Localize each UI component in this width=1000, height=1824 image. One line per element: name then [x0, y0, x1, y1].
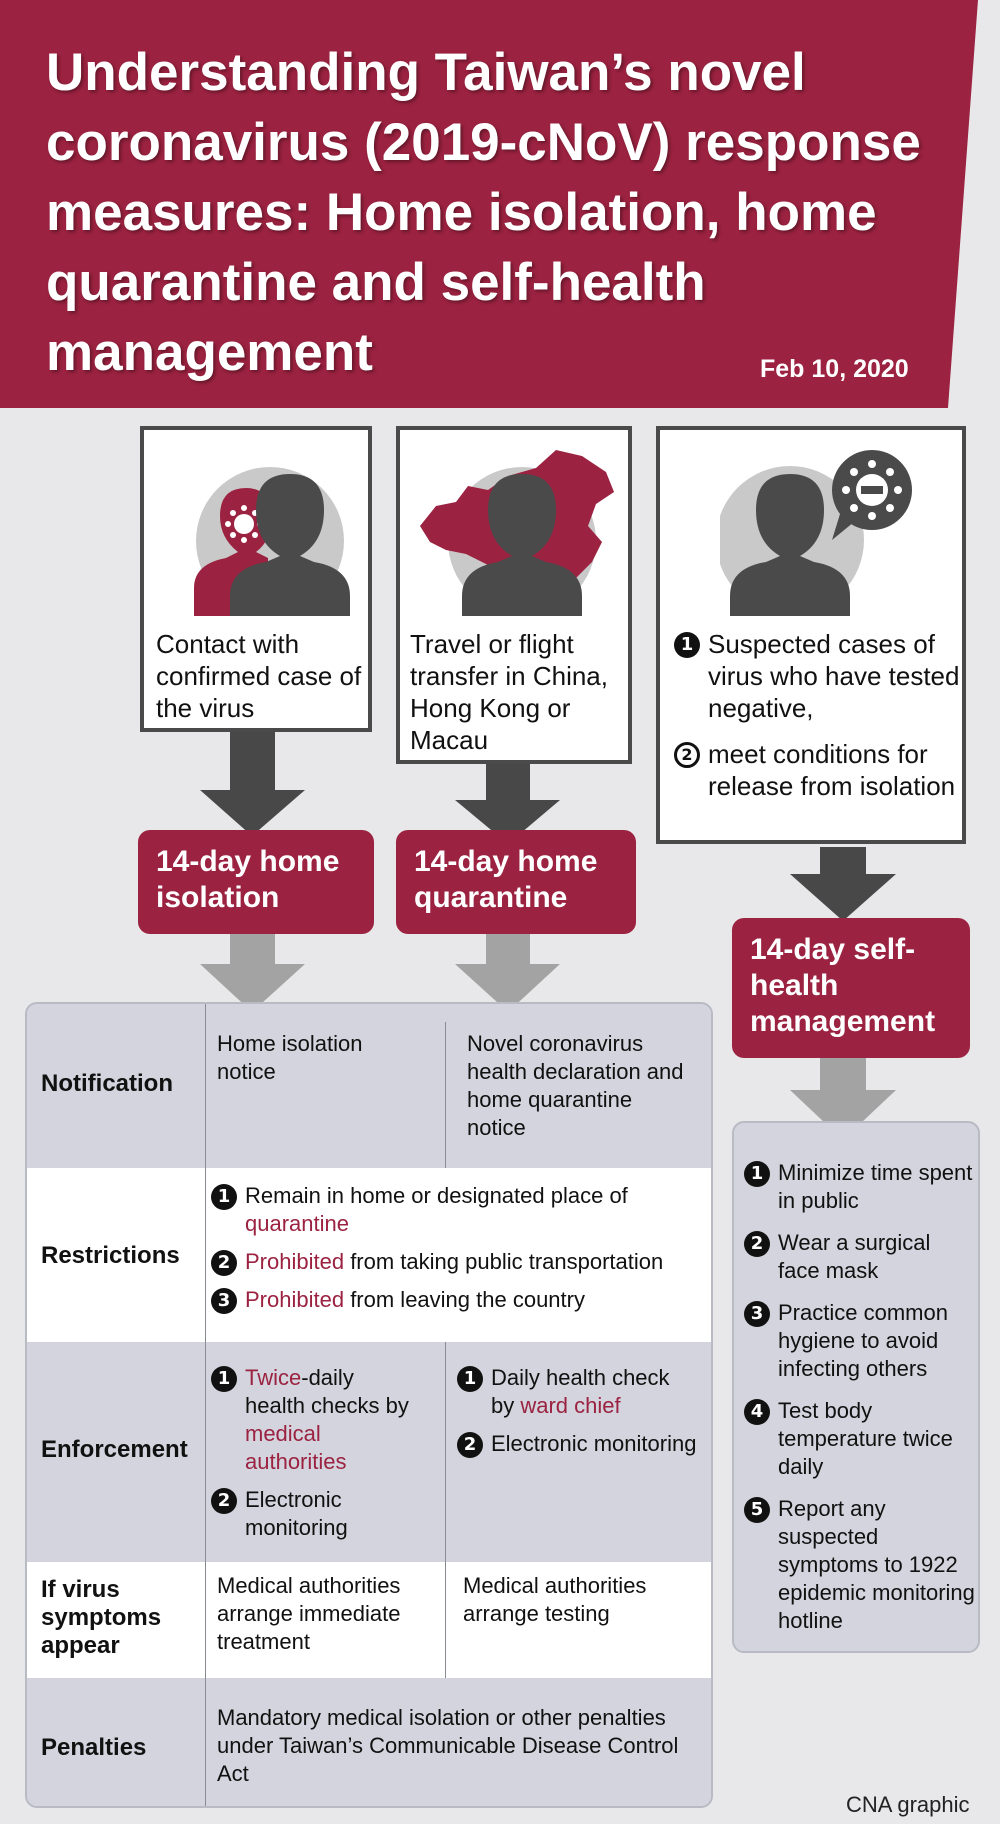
restriction-item-2: 2 Prohibited from taking public transpor… [211, 1248, 701, 1276]
enforcement-isolation: 1 Twice-daily health checks by medical a… [211, 1364, 411, 1552]
self-health-panel: 1 Minimize time spent in public 2 Wear a… [732, 1121, 980, 1653]
enforcement-isolation-item-2: 2 Electronic monitoring [211, 1486, 411, 1542]
enforcement-quarantine: 1 Daily health check by ward chief 2 Ele… [457, 1364, 697, 1468]
penalties-text: Mandatory medical isolation or other pen… [217, 1705, 679, 1786]
row-penalties: Penalties Mandatory medical isolation or… [27, 1678, 711, 1806]
divider-label-column [205, 1004, 206, 1806]
self-health-item-5: 5 Report any suspected symptoms to 1922 … [744, 1495, 976, 1635]
header-banner [0, 0, 978, 408]
arrow-light-2 [455, 933, 560, 1012]
self-health-item-4: 4 Test body temperature twice daily [744, 1397, 976, 1481]
self-health-item-1: 1 Minimize time spent in public [744, 1159, 976, 1215]
number-badge-2: 2 [674, 742, 700, 768]
card-travel-text: Travel or flight transfer in China, Hong… [410, 629, 608, 755]
row-enforcement: Enforcement 1 Twice-daily health checks … [27, 1342, 711, 1562]
date-label: Feb 10, 2020 [760, 355, 909, 383]
person-with-virus-negative-icon [720, 450, 912, 616]
label-symptoms: If virus symptoms appear [41, 1576, 162, 1659]
enforcement-isolation-item-1: 1 Twice-daily health checks by medical a… [211, 1364, 411, 1476]
page-title: Understanding Taiwan’s novel coronavirus… [46, 43, 921, 382]
measure-home-quarantine: 14-day home quarantine [396, 830, 636, 934]
row-symptoms: If virus symptoms appear Medical authori… [27, 1562, 711, 1678]
label-notification: Notification [41, 1070, 173, 1097]
person-with-virus-icon [194, 467, 350, 616]
arrow-dark-1 [200, 731, 305, 836]
measure-home-isolation: 14-day home isolation [138, 830, 374, 934]
row-restrictions: Restrictions 1 Remain in home or designa… [27, 1168, 711, 1342]
measure-self-health: 14-day self-health management [732, 918, 970, 1058]
restriction-item-1: 1 Remain in home or designated place of … [211, 1182, 701, 1238]
label-restrictions: Restrictions [41, 1242, 180, 1269]
arrow-dark-3 [790, 847, 896, 921]
number-badge-1: 1 [674, 632, 700, 658]
symptoms-quarantine: Medical authorities arrange testing [463, 1573, 647, 1626]
card-contact-text: Contact with confirmed case of the virus [156, 629, 362, 723]
row-notification: Notification Home isolation notice Novel… [27, 1004, 711, 1168]
notification-isolation: Home isolation notice [217, 1031, 363, 1084]
enforcement-quarantine-item-1: 1 Daily health check by ward chief [457, 1364, 697, 1420]
label-penalties: Penalties [41, 1734, 147, 1761]
arrow-light-1 [200, 933, 305, 1012]
restrictions-list: 1 Remain in home or designated place of … [211, 1182, 701, 1324]
card-suspected: 1 Suspected cases of virus who have test… [656, 426, 966, 844]
symptoms-isolation: Medical authorities arrange immediate tr… [217, 1573, 401, 1654]
card-suspected-item-1: 1 Suspected cases of virus who have test… [670, 628, 960, 724]
person-with-china-map-icon [420, 450, 614, 616]
self-health-item-2: 2 Wear a surgical face mask [744, 1229, 976, 1285]
divider-enforcement [445, 1342, 446, 1678]
card-contact: Contact with confirmed case of the virus [140, 426, 372, 732]
enforcement-quarantine-item-2: 2 Electronic monitoring [457, 1430, 697, 1458]
card-travel: Travel or flight transfer in China, Hong… [396, 426, 632, 764]
label-enforcement: Enforcement [41, 1436, 188, 1463]
self-health-item-3: 3 Practice common hygiene to avoid infec… [744, 1299, 976, 1383]
restriction-item-3: 3 Prohibited from leaving the country [211, 1286, 701, 1314]
notification-quarantine: Novel coronavirus health declaration and… [467, 1031, 684, 1140]
measures-table: Notification Home isolation notice Novel… [25, 1002, 713, 1808]
credit-label: CNA graphic [846, 1792, 970, 1817]
divider-notification [445, 1022, 446, 1168]
card-suspected-item-2: 2 meet conditions for release from isola… [670, 738, 960, 802]
